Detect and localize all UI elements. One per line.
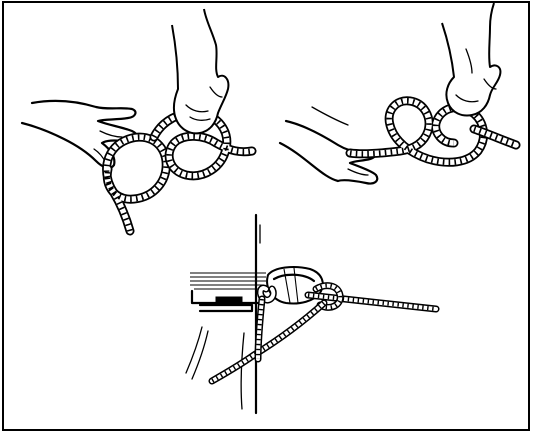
right-hand-outline — [172, 9, 228, 133]
panel-step-1 — [22, 9, 252, 231]
rope-panel-2 — [350, 101, 516, 162]
hands-forming-two-loops-icon — [22, 9, 252, 231]
anchor-webbing — [186, 273, 266, 379]
left-hand-outline — [22, 101, 137, 168]
rope-tail-vertical — [258, 299, 262, 359]
rope-tail-diagonal — [212, 303, 324, 381]
illustration-frame — [2, 1, 530, 431]
panel-step-3 — [186, 215, 436, 413]
right-hand-outline-2 — [442, 3, 500, 116]
clove-hitch-on-carabiner-icon — [186, 215, 436, 413]
panel-step-2 — [280, 3, 516, 184]
knot-illustration — [4, 3, 532, 433]
hands-crossing-loops-icon — [280, 3, 516, 184]
